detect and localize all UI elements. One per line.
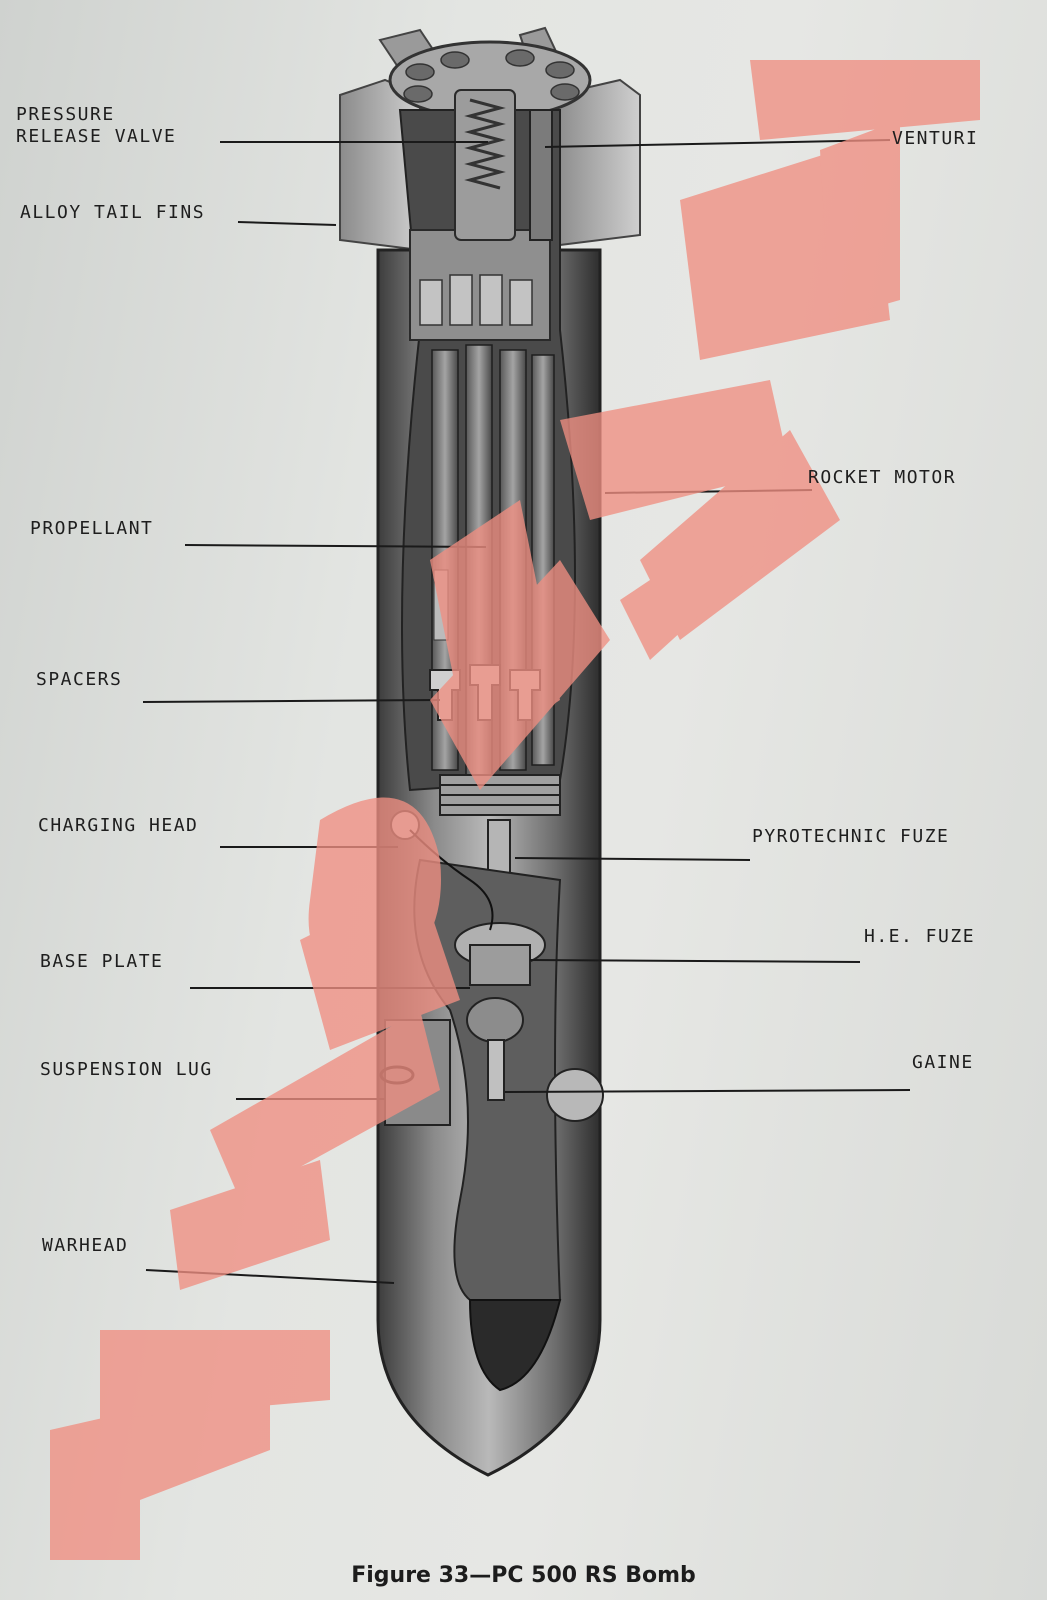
label-charging-head: CHARGING HEAD (38, 815, 199, 836)
label-base-plate: BASE PLATE (40, 951, 164, 972)
label-suspension-lug: SUSPENSION LUG (40, 1059, 213, 1080)
label-he-fuze: H.E. FUZE (864, 926, 976, 947)
threaded-ring (439, 774, 561, 816)
figure-caption: Figure 33—PC 500 RS Bomb (351, 1563, 696, 1588)
venturi-tube (529, 109, 553, 241)
label-rocket-motor: ROCKET MOTOR (808, 467, 957, 488)
label-pressure-release-valve-line1: PRESSURE (16, 104, 115, 125)
label-warhead: WARHEAD (42, 1235, 129, 1256)
label-propellant: PROPELLANT (30, 518, 154, 539)
label-venturi: VENTURI (892, 128, 979, 149)
label-gaine: GAINE (912, 1052, 974, 1073)
label-spacers: SPACERS (36, 669, 123, 690)
label-pressure-release-valve: PRESSURE RELEASE VALVE (16, 104, 176, 148)
side-boss (546, 1068, 604, 1122)
pressure-valve-housing (454, 89, 516, 241)
watermark-glyphs (50, 60, 980, 1560)
gaine-body (487, 1039, 505, 1101)
label-pyrotechnic-fuze: PYROTECHNIC FUZE (752, 826, 950, 847)
label-pressure-release-valve-line2: RELEASE VALVE (16, 126, 177, 147)
label-alloy-tail-fins: ALLOY TAIL FINS (20, 202, 206, 223)
